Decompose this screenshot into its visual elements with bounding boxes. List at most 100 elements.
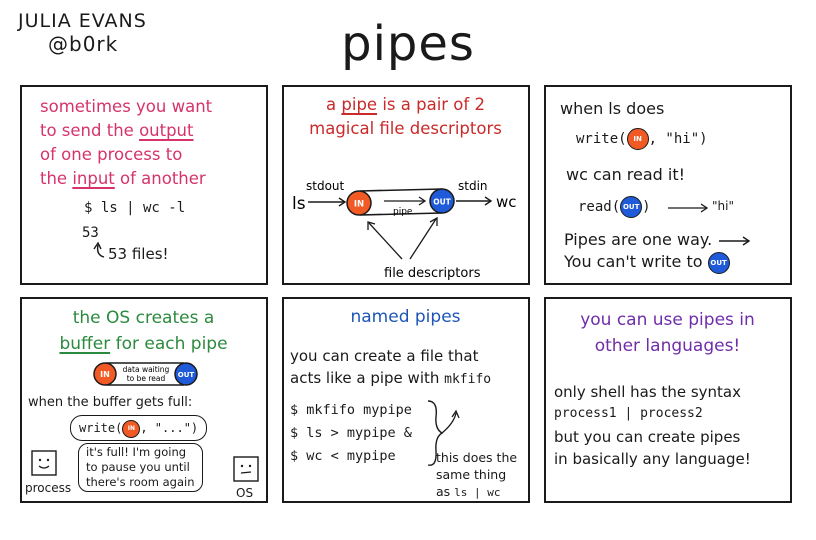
os-label: OS: [236, 486, 254, 500]
panel2-heading-line: a pipe is a pair of 2: [284, 93, 527, 117]
panel-named-pipes: named pipes you can create a file that a…: [282, 297, 530, 503]
panel6-heading-line: other languages!: [594, 336, 741, 356]
named-pipe-commands: $ mkfifo mypipe $ ls > mypipe & $ wc < m…: [290, 399, 412, 468]
out-label: OUT: [178, 371, 195, 379]
wc-can-read: wc can read it!: [566, 165, 686, 184]
descriptor-arrow: [409, 218, 437, 260]
text: Pipes are one way.: [564, 230, 713, 249]
panel1-heading-line: of one process to: [40, 145, 183, 164]
panel-pipe-definition: a pipe is a pair of 2 magical file descr…: [282, 85, 530, 285]
text: to send the: [40, 121, 140, 140]
arrowhead: [418, 196, 427, 206]
when-ls-does: when ls does: [560, 99, 665, 118]
stdin-label: stdin: [458, 179, 488, 193]
note-line: as ls | wc: [436, 483, 517, 501]
text: the: [40, 169, 73, 188]
in-label: IN: [100, 370, 110, 379]
in-circle: [346, 190, 372, 216]
page-title: pipes: [341, 16, 475, 72]
desc-line: you can create a file that: [290, 347, 479, 365]
text: a: [326, 95, 342, 114]
os-msg-line: it's full! I'm going: [86, 445, 187, 459]
text: for each pipe: [110, 334, 228, 354]
panel-buffer: the OS creates a buffer for each pipe IN…: [20, 297, 268, 503]
panel2-heading: a pipe is a pair of 2 magical file descr…: [284, 93, 527, 141]
panel-send-output: sometimes you want to send the output of…: [20, 85, 268, 285]
files-annotation: 53 files!: [108, 245, 169, 263]
command-line: $ ls > mypipe &: [290, 425, 412, 441]
buffer-diagram: IN data waiting to be read OUT: [93, 362, 198, 386]
one-way-line: Pipes are one way.: [564, 229, 752, 251]
panel2-heading-line: magical file descriptors: [309, 119, 502, 138]
author-name: JULIA EVANS: [18, 10, 147, 32]
any-language-text: but you can create pipes in basically an…: [554, 426, 751, 470]
panel5-heading: named pipes: [350, 307, 461, 327]
shell-command: $ ls | wc -l: [84, 200, 186, 216]
out-circle: [174, 362, 198, 386]
read-call: read(OUT): [578, 195, 651, 219]
text: as: [436, 484, 455, 499]
os-speech-bubble: it's full! I'm going to pause you until …: [78, 443, 203, 492]
input-word: input: [72, 169, 115, 188]
buffer-full-text: when the buffer gets full:: [28, 395, 193, 410]
os-msg-line: there's room again: [86, 475, 195, 489]
out-circle: [429, 188, 455, 214]
command-result: 53: [82, 225, 99, 241]
text: You can't write to: [564, 252, 703, 271]
author-credit: JULIA EVANS @b0rk: [18, 10, 147, 56]
hi-value: "hi": [712, 199, 734, 213]
note-line: this does the: [436, 450, 518, 465]
pipe-tube: [359, 188, 443, 216]
one-way-note: Pipes are one way. You can't write to OU…: [564, 229, 752, 274]
text: , "..."): [140, 421, 199, 435]
write-call: write(IN, "hi"): [576, 127, 708, 151]
one-way-arrow: [719, 235, 751, 246]
only-shell-text: only shell has the syntax: [554, 383, 741, 401]
text: write(: [79, 421, 123, 435]
note-line: same thing: [436, 467, 507, 482]
ls-label: ls: [292, 194, 306, 214]
buffer-word: buffer: [59, 334, 111, 354]
in-token: IN: [122, 419, 141, 438]
read-arrow: [668, 203, 709, 213]
in-circle: [93, 362, 117, 386]
stdout-label: stdout: [306, 179, 345, 193]
arrowhead: [338, 197, 347, 207]
out-label: OUT: [433, 198, 451, 207]
author-handle: @b0rk: [48, 32, 119, 56]
named-pipes-desc: you can create a file that acts like a p…: [290, 345, 491, 391]
text-line: but you can create pipes: [554, 428, 741, 446]
os-msg-line: to pause you until: [86, 460, 190, 474]
text: , "hi"): [648, 131, 708, 147]
arrowhead: [429, 216, 438, 226]
descriptor-arrow: [368, 222, 403, 260]
panel4-heading: the OS creates a buffer for each pipe: [22, 305, 265, 357]
panel1-heading-line: to send the output: [40, 119, 212, 143]
panel-other-languages: you can use pipes in other languages! on…: [544, 297, 792, 503]
waiting-label: to be read: [127, 374, 166, 383]
wc-label: wc: [496, 193, 517, 211]
panel4-heading-line: buffer for each pipe: [22, 331, 265, 357]
text: write(: [576, 131, 627, 147]
command-line: $ wc < mypipe: [290, 448, 396, 464]
panel6-heading: you can use pipes in other languages!: [546, 307, 789, 359]
text: of another: [114, 169, 206, 188]
panel6-heading-line: you can use pipes in: [580, 310, 755, 330]
annotation-arrow: [93, 241, 105, 258]
desc-line: acts like a pipe with mkfifo: [290, 367, 491, 391]
command-line: $ mkfifo mypipe: [290, 402, 412, 418]
os-face-icon: [233, 456, 259, 482]
out-token: OUT: [620, 196, 643, 218]
in-label: IN: [354, 200, 364, 210]
same-thing-note: this does the same thing as ls | wc: [436, 449, 517, 501]
output-word: output: [139, 121, 194, 140]
file-descriptors-label: file descriptors: [384, 266, 481, 281]
waiting-label: data waiting: [123, 365, 170, 374]
pipe-label: pipe: [393, 207, 413, 217]
process-face-icon: [31, 450, 57, 476]
panel4-heading-line: the OS creates a: [72, 308, 215, 328]
pipe-diagram: ls stdout pipe IN OUT stdin wc file desc…: [292, 179, 517, 281]
arrowhead: [484, 196, 493, 206]
text: read(: [578, 199, 621, 215]
pipe-word: pipe: [341, 95, 378, 114]
